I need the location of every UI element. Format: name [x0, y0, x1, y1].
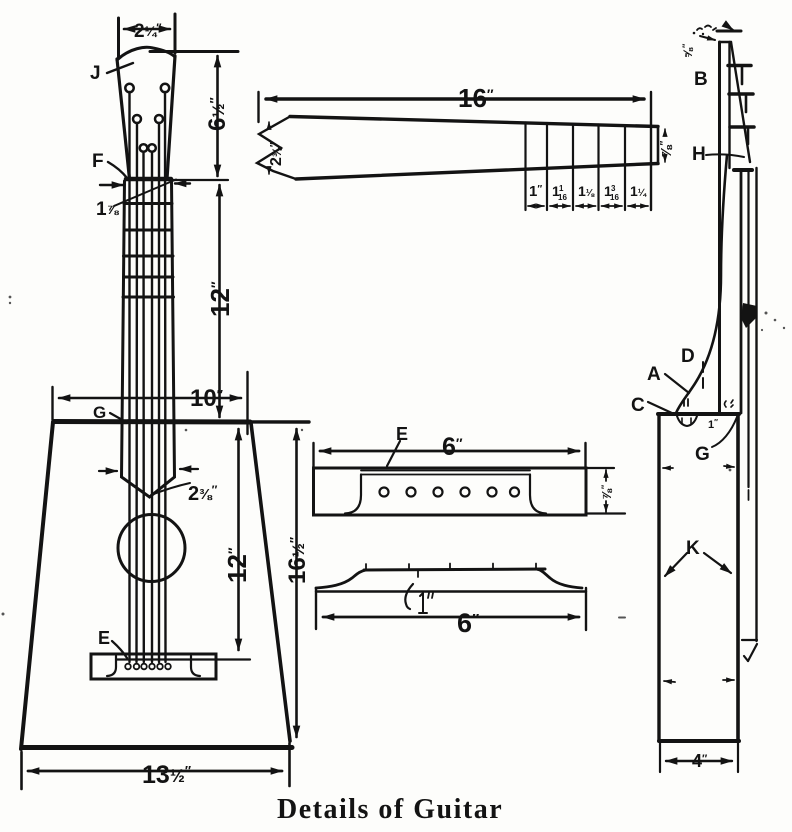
- svg-text:1: 1: [604, 183, 612, 199]
- svg-text:⅝″: ⅝″: [681, 43, 695, 58]
- svg-text:⅞″: ⅞″: [599, 484, 614, 500]
- svg-text:K: K: [686, 538, 700, 559]
- svg-text:⅞″: ⅞″: [658, 140, 675, 158]
- svg-text:1⅞: 1⅞: [96, 199, 120, 220]
- svg-text:1⅛: 1⅛: [578, 183, 595, 199]
- svg-text:F: F: [92, 151, 104, 172]
- svg-text:6″: 6″: [442, 433, 463, 461]
- svg-text:J: J: [90, 63, 101, 84]
- svg-text:12″: 12″: [222, 547, 252, 583]
- svg-text:3: 3: [611, 184, 616, 193]
- svg-text:1″: 1″: [529, 183, 542, 200]
- svg-text:10″: 10″: [190, 385, 223, 412]
- svg-text:D: D: [681, 346, 695, 367]
- svg-text:6″: 6″: [457, 608, 479, 638]
- svg-text:2⅜″: 2⅜″: [188, 483, 218, 505]
- svg-text:H: H: [692, 144, 706, 165]
- svg-text:E: E: [396, 424, 408, 444]
- svg-text:6½″: 6½″: [204, 97, 231, 131]
- svg-text:16½″: 16½″: [284, 537, 311, 584]
- svg-text:Details of Guitar: Details of Guitar: [277, 794, 503, 825]
- svg-text:16″: 16″: [458, 83, 494, 113]
- svg-text:1: 1: [559, 184, 564, 193]
- svg-text:1″: 1″: [708, 418, 718, 431]
- svg-text:B: B: [694, 69, 708, 90]
- svg-text:13½″: 13½″: [142, 761, 191, 789]
- svg-text:12″: 12″: [205, 281, 235, 317]
- svg-text:16: 16: [558, 193, 567, 202]
- svg-text:A: A: [647, 364, 661, 385]
- svg-text:1: 1: [552, 183, 560, 199]
- svg-text:C: C: [631, 395, 645, 416]
- svg-text:1¼: 1¼: [630, 183, 647, 199]
- svg-text:4″: 4″: [692, 751, 708, 771]
- svg-text:G: G: [93, 403, 106, 422]
- svg-text:2¼″: 2¼″: [134, 21, 162, 42]
- svg-text:E: E: [98, 628, 110, 648]
- svg-text:G: G: [695, 444, 710, 465]
- svg-text:16: 16: [610, 193, 619, 202]
- svg-text:2⅜″: 2⅜″: [268, 142, 285, 166]
